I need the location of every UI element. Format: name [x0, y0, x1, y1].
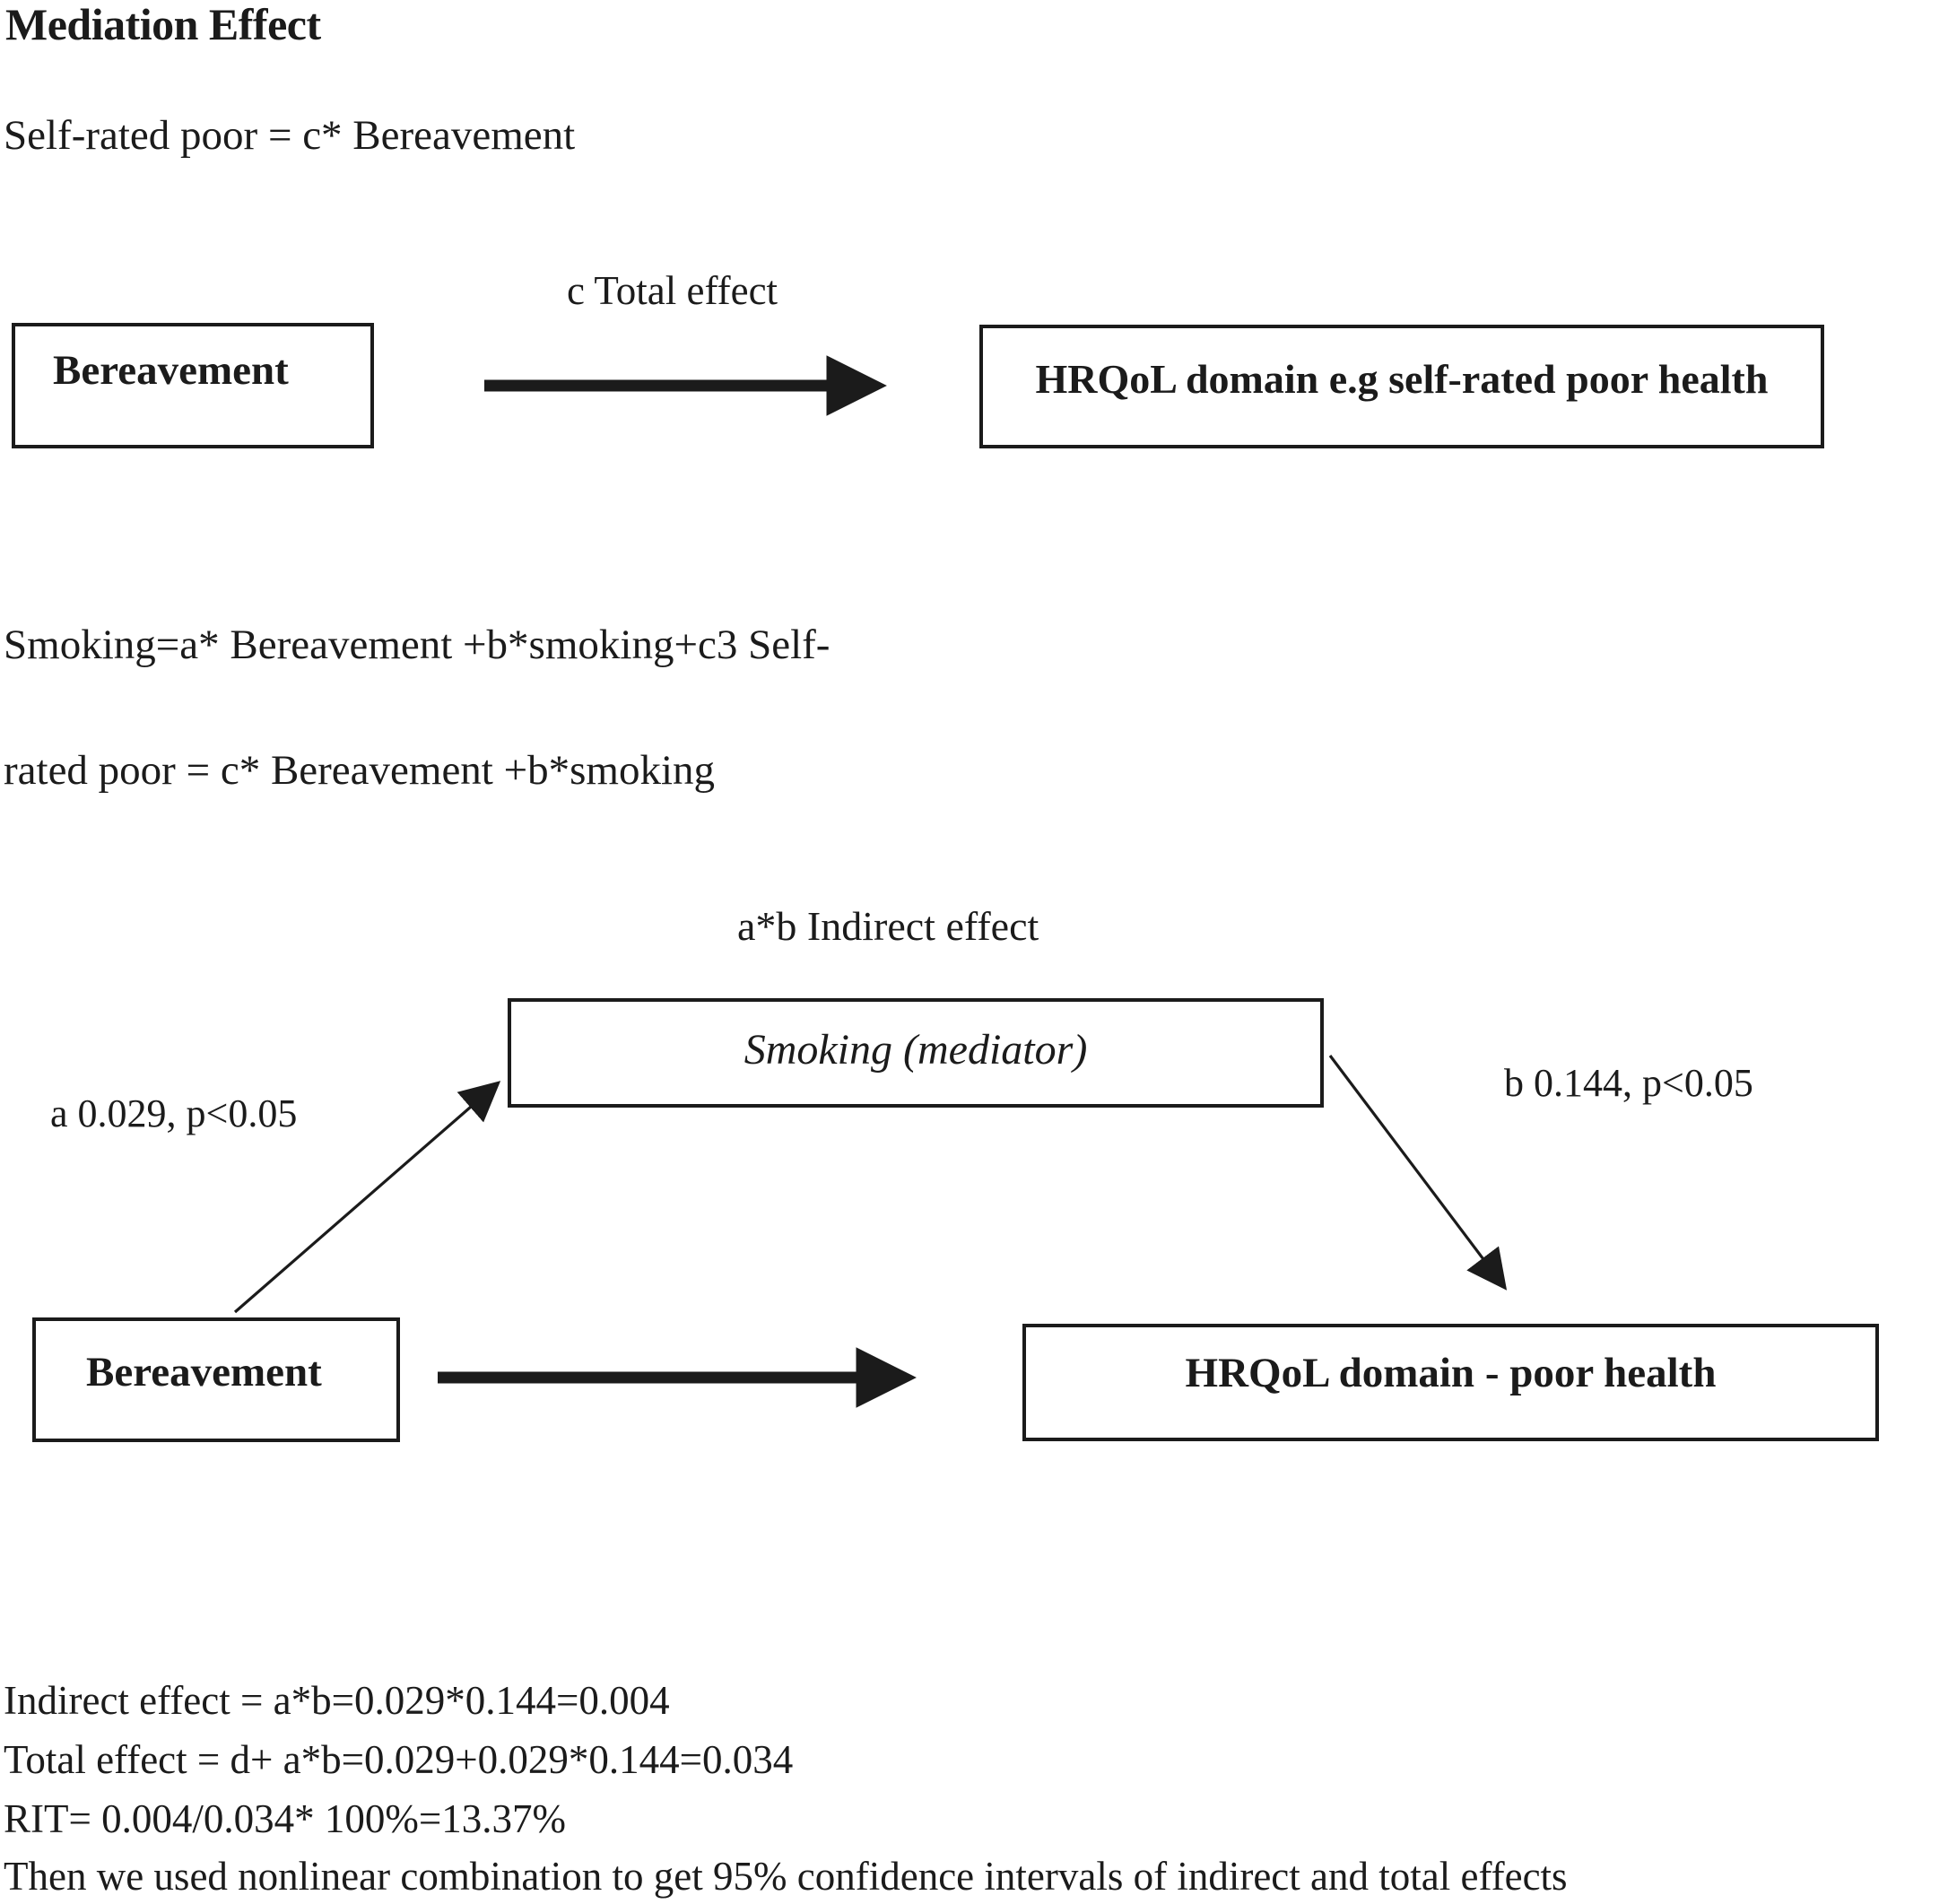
result-total-effect: Total effect = d+ a*b=0.029+0.029*0.144=…: [4, 1737, 794, 1782]
result-indirect-effect: Indirect effect = a*b=0.029*0.144=0.004: [4, 1678, 670, 1723]
path-a-label: a 0.029, p<0.05: [50, 1091, 298, 1135]
mediation-equation-line1: Smoking=a* Bereavement +b*smoking+c3 Sel…: [4, 622, 831, 668]
hrqol-box-bottom: HRQoL domain - poor health: [1022, 1324, 1879, 1441]
hrqol-box-top-label: HRQoL domain e.g self-rated poor health: [1035, 356, 1769, 402]
hrqol-box-bottom-label: HRQoL domain - poor health: [1185, 1350, 1717, 1396]
hrqol-box-top: HRQoL domain e.g self-rated poor health: [979, 325, 1824, 448]
total-effect-equation: Self-rated poor = c* Bereavement: [4, 112, 576, 159]
smoking-mediator-box-label: Smoking (mediator): [744, 1026, 1088, 1074]
path-b-label: b 0.144, p<0.05: [1504, 1061, 1753, 1105]
bereavement-box-top-label: Bereavement: [53, 347, 289, 394]
smoking-mediator-box: Smoking (mediator): [508, 998, 1324, 1108]
total-effect-arrow-label: c Total effect: [567, 268, 778, 313]
indirect-effect-label: a*b Indirect effect: [737, 903, 1039, 949]
bereavement-box-bottom: Bereavement: [32, 1317, 400, 1442]
bereavement-box-top: Bereavement: [12, 323, 374, 448]
mediation-equation-line2: rated poor = c* Bereavement +b*smoking: [4, 747, 716, 794]
result-method-note: Then we used nonlinear combination to ge…: [4, 1854, 1568, 1899]
bereavement-box-bottom-label: Bereavement: [86, 1349, 322, 1395]
path-b-arrow: [1328, 1055, 1508, 1291]
result-rit: RIT= 0.004/0.034* 100%=13.37%: [4, 1796, 566, 1841]
figure-title: Mediation Effect: [5, 0, 321, 49]
